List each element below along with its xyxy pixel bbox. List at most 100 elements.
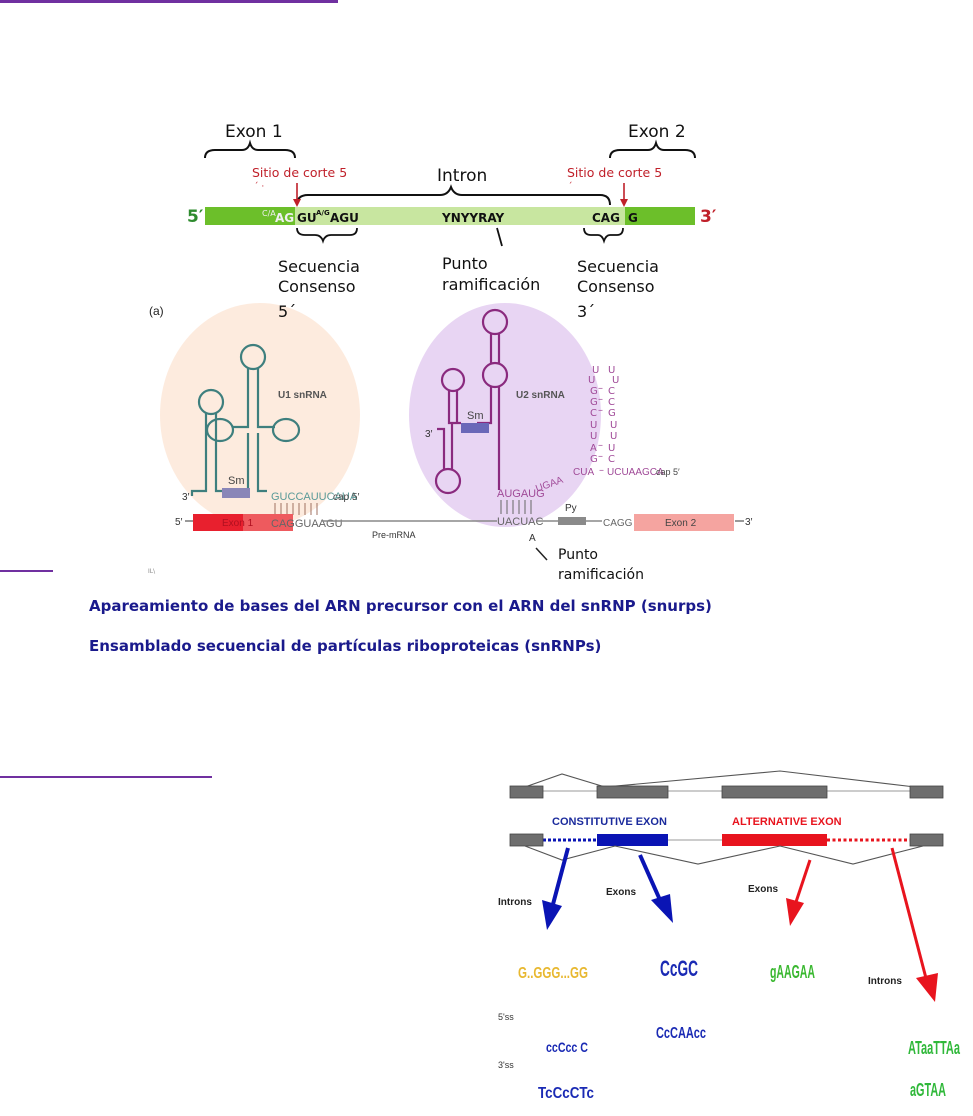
py-label: Py [565, 503, 577, 514]
premrna-exon2 [634, 514, 734, 531]
consensus5-label-l1: Secuencia [278, 257, 360, 276]
u1-snrna-structure [190, 343, 301, 496]
consensus3-label-l2: Consenso [577, 277, 655, 296]
premrna-label: Pre-mRNA [372, 530, 416, 540]
svg-text:–: – [598, 383, 603, 394]
branch-site-a: A [529, 533, 536, 544]
u1-snrnp-circle [160, 303, 360, 527]
cut-site-right-mark: ´ [568, 181, 573, 192]
five-prime-label: 5′ [187, 207, 204, 227]
u1-snrna-label: U1 snRNA [278, 390, 327, 401]
logo-alternative-intron-5ss: ATaaTTAa [908, 1038, 961, 1058]
intron-label: Intron [437, 166, 487, 186]
exon1-end-super: C/A [262, 209, 276, 218]
logo-alternative-intron-3ss: aGTAA [910, 1080, 946, 1100]
svg-text:U: U [608, 365, 615, 376]
constitutive-intron-arrow [542, 847, 570, 930]
three-prime-label: 3′ [700, 207, 717, 227]
u2-pair-seq: AUGAUG [497, 488, 545, 500]
branch-label-l2: ramificación [442, 275, 540, 294]
premrna-exon1-fade [243, 514, 293, 531]
exon1-brace [204, 139, 296, 159]
branch-site-seq: UACUAC [497, 516, 544, 528]
premrna-exon1-label: Exon 1 [222, 518, 254, 529]
svg-text:U: U [610, 431, 617, 442]
constitutive-exon-arrow [638, 854, 673, 923]
branch-pointer [496, 227, 503, 247]
intron-bar [295, 207, 625, 225]
u2-three-prime: 3′ [425, 429, 433, 440]
top-link-underline[interactable] [0, 0, 338, 3]
u2-cap: cap 5′ [656, 467, 680, 477]
intron-start-seq: GU [297, 211, 317, 225]
svg-text:C: C [590, 408, 597, 419]
alternative-exon-label: ALTERNATIVE EXON [732, 816, 842, 828]
premrna-five-prime: 5′ [175, 517, 183, 528]
u1-three-prime: 3′ [182, 492, 190, 503]
u2-tail-seq: UCUAAGCA [607, 467, 664, 478]
constitutive-exon-bar [597, 834, 668, 846]
svg-text:–: – [598, 394, 603, 405]
logo-constitutive-intron-5ss: ccCcc C [546, 1039, 588, 1055]
logo-alternative-exon: gAAGAA [770, 962, 815, 982]
svg-text:G: G [590, 386, 598, 397]
ss5-label: 5'ss [498, 1012, 514, 1022]
u1-cap: cap 5′ [333, 492, 359, 503]
svg-text:C: C [608, 454, 615, 465]
intron-end-seq: CAG [592, 211, 620, 225]
alternative-exon-arrow [786, 859, 812, 926]
polypyrimidine-tract [558, 517, 586, 525]
svg-text:U: U [612, 375, 619, 386]
svg-text:G: G [590, 454, 598, 465]
exons-left-label: Exons [606, 887, 636, 898]
snrna-pairing-diagram: 5´ 3´ (a) Sm U1 snRNA 3′ GUCCAUUCAUA cap… [148, 302, 753, 583]
premrna-5ss-seq: CAGGUAAGU [271, 518, 343, 530]
logo-constitutive-intron: G..GGG...GG [518, 965, 588, 982]
logo-constitutive-exon-5ss: CcCAAcc [656, 1025, 706, 1042]
u2-snrna-label: U2 snRNA [516, 390, 565, 401]
caption-sequential-assembly: Ensamblado secuencial de partículas ribo… [89, 637, 602, 655]
svg-text:U: U [588, 375, 595, 386]
section-link-underline[interactable] [0, 776, 212, 778]
alternative-exon-bar [722, 834, 827, 846]
svg-text:G: G [590, 397, 598, 408]
cut-site-left-label: Sitio de corte 5 [252, 165, 347, 180]
exon1-end-seq: AG [275, 211, 294, 225]
svg-text:G: G [608, 408, 616, 419]
svg-text:U: U [590, 431, 597, 442]
top-splice-lines [524, 770, 916, 788]
logo-constitutive-exon: CcGC [660, 956, 698, 981]
ss3-label: 3'ss [498, 1060, 514, 1070]
intron-start-super: A/G [316, 209, 330, 217]
introns-left-label: Introns [498, 897, 532, 908]
mid-link-underline[interactable] [0, 570, 53, 572]
u2-sm-label: Sm [467, 410, 484, 422]
alternative-intron-arrow [890, 847, 938, 1002]
cut-site-right-label: Sitio de corte 5 [567, 165, 662, 180]
consensus5-label-l3: 5´ [278, 302, 296, 321]
exons-right-label: Exons [748, 884, 778, 895]
svg-text:U: U [610, 420, 617, 431]
premrna-exon2-label: Exon 2 [665, 518, 697, 529]
u2-base-pair-lines [500, 500, 532, 514]
exon-gray-left [509, 833, 544, 847]
consensus5-label-l2: Consenso [278, 277, 356, 296]
exon1-bar [205, 207, 295, 225]
svg-text:–: – [598, 451, 603, 462]
branch-point-label-l2: ramificación [558, 567, 644, 583]
u2-cua: CUA [573, 467, 594, 478]
exon2-label: Exon 2 [628, 122, 686, 142]
svg-text:U: U [590, 420, 597, 431]
intron-brace [296, 184, 611, 206]
exon2-start-seq: G [628, 211, 638, 225]
cut-arrowhead-left [293, 199, 301, 207]
u1-sequence: GUCCAUUCAUA [271, 491, 358, 503]
caption-base-pairing: Apareamiento de bases del ARN precursor … [89, 597, 712, 615]
exon-gray-right [909, 833, 944, 847]
branch-point-pointer [535, 547, 548, 561]
exon2-brace [609, 139, 696, 159]
consensus3-label-l3: 3´ [577, 302, 595, 321]
branch-consensus-seq: YNYYRAY [441, 211, 504, 225]
exon2-bar [625, 207, 695, 225]
exon1-label: Exon 1 [225, 122, 283, 142]
